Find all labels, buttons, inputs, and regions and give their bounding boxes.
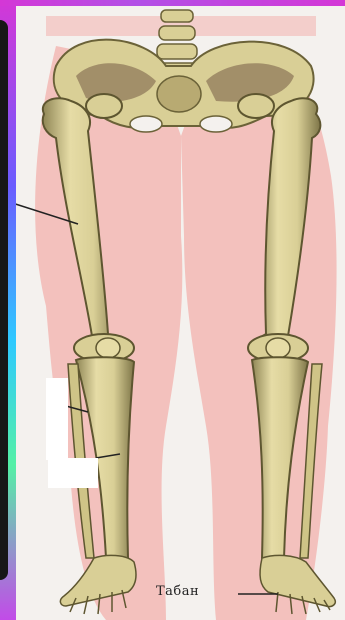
diagram-canvas: Табан [16,6,345,620]
skeleton-lower-limbs-illustration [16,6,345,620]
dark-frame-strip [0,20,8,580]
label-blank-fibula [46,378,68,460]
foot-label: Табан [156,584,199,599]
label-blank-tibia [48,458,98,488]
foot-bones-left-icon [60,555,136,614]
